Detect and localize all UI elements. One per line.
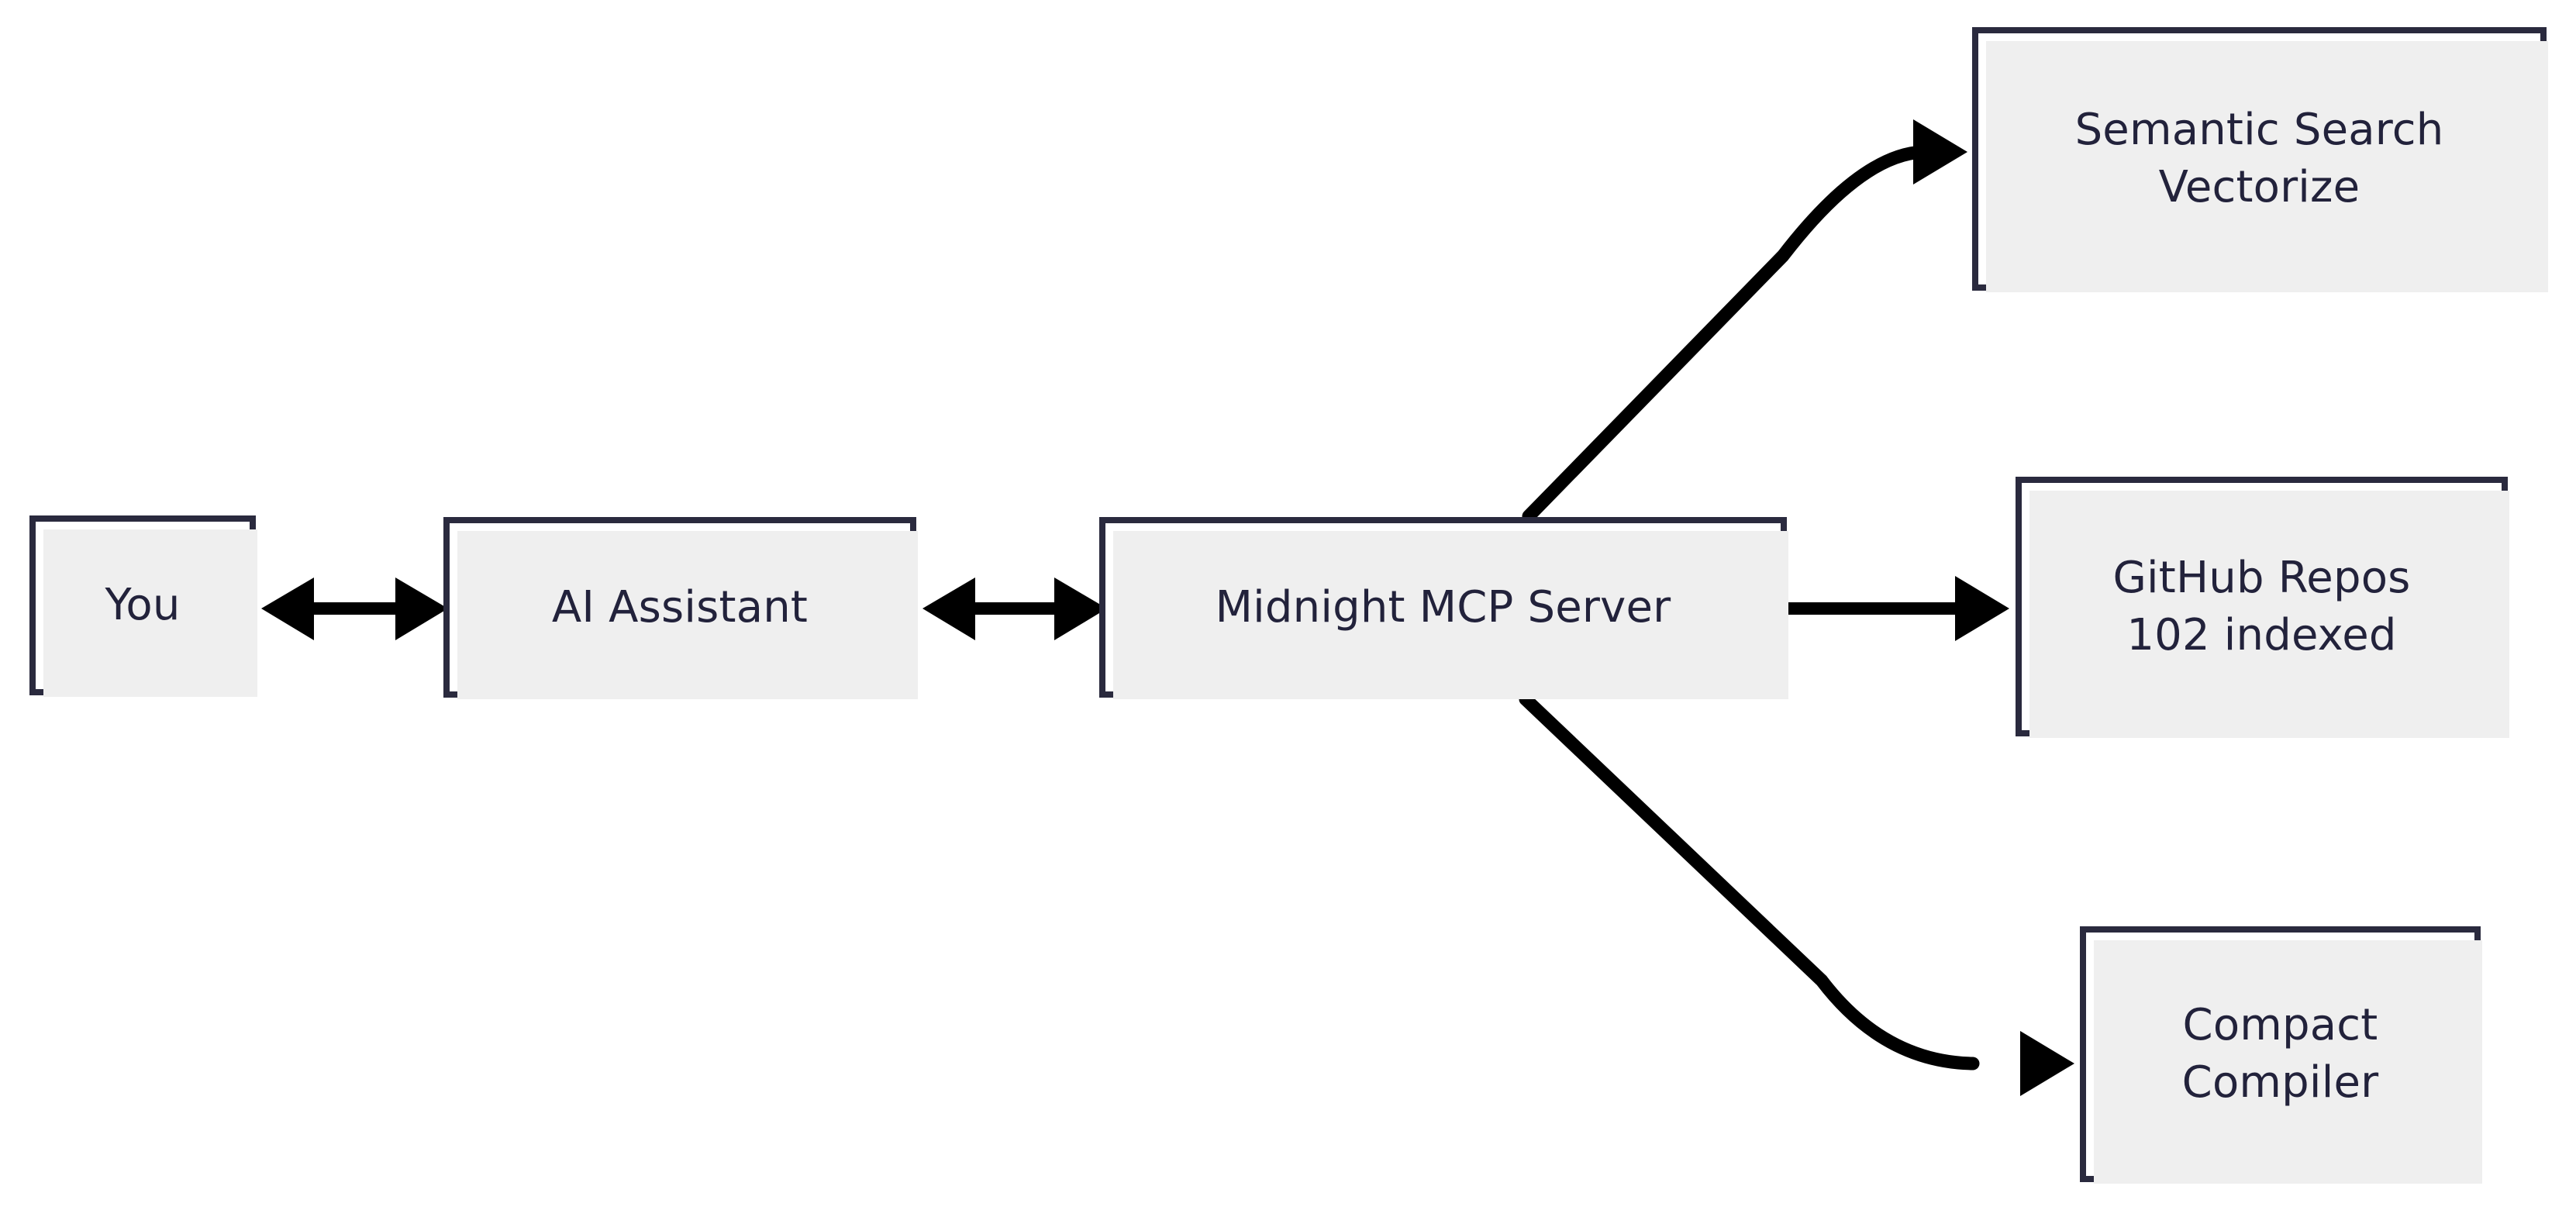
- node-midnight-mcp-server[interactable]: Midnight MCP Server: [1099, 517, 1788, 699]
- edge-you-ai-assistant: [261, 577, 448, 640]
- node-semantic-search-label: Semantic Search Vectorize: [2074, 105, 2444, 212]
- node-you[interactable]: You: [29, 515, 257, 697]
- edge-mcp-server-github-repos: [1787, 576, 2009, 641]
- node-you-label: You: [105, 580, 181, 631]
- node-ai-assistant-label: AI Assistant: [551, 581, 809, 633]
- edge-mcp-server-compact-compiler: [1519, 692, 2074, 1096]
- edge-mcp-server-semantic-search: [1522, 119, 1967, 523]
- node-semantic-search[interactable]: Semantic Search Vectorize: [1972, 27, 2548, 292]
- node-github-repos[interactable]: GitHub Repos 102 indexed: [2016, 477, 2509, 738]
- node-compact-compiler-label: Compact Compiler: [2181, 1000, 2379, 1108]
- node-midnight-mcp-server-label: Midnight MCP Server: [1215, 581, 1671, 633]
- node-ai-assistant[interactable]: AI Assistant: [443, 517, 918, 699]
- node-github-repos-label: GitHub Repos 102 indexed: [2112, 552, 2411, 660]
- edge-ai-assistant-mcp-server: [922, 577, 1107, 640]
- node-compact-compiler[interactable]: Compact Compiler: [2080, 926, 2482, 1184]
